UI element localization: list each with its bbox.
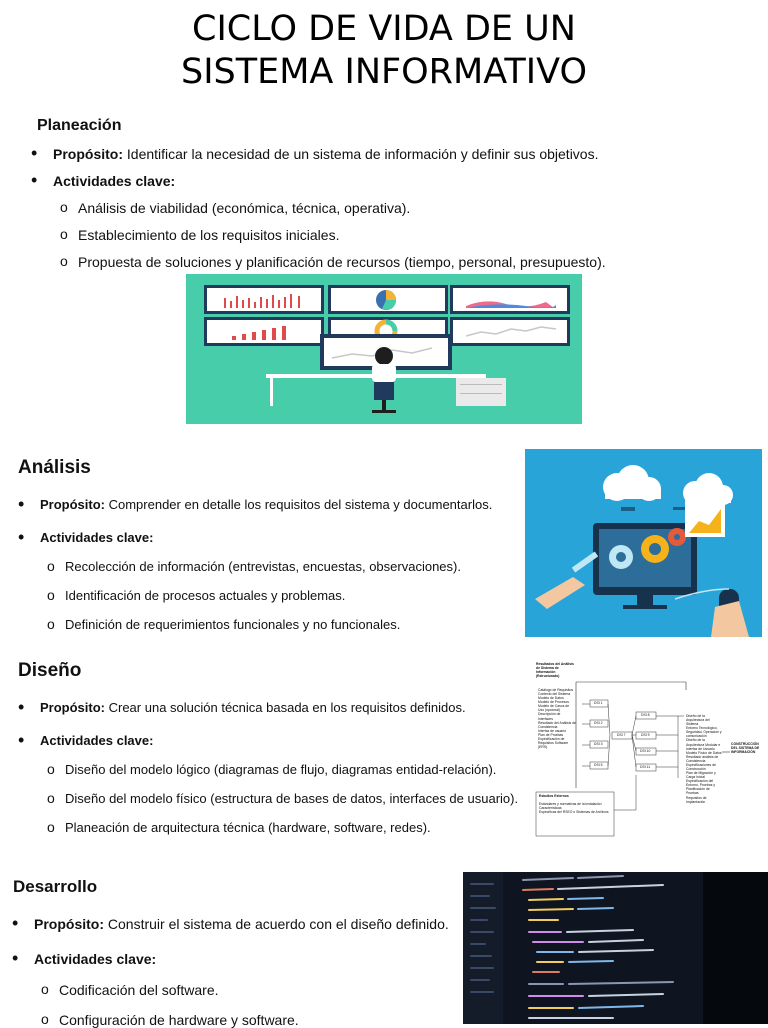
analisis-heading: Análisis — [18, 457, 91, 478]
diseno-item-1: Diseño del modelo lógico (diagramas de f… — [47, 761, 496, 777]
output-item: Especificación del Entorno, Pruebas y Pl… — [686, 779, 716, 796]
ds-box: DSI 9 — [641, 733, 650, 737]
output-item: Plan de Migración y Carga Inicial — [686, 771, 716, 780]
purpose-text: Identificar la necesidad de un sistema d… — [123, 146, 599, 162]
title-line-2: SISTEMA INFORMATIVO — [180, 52, 588, 92]
purpose-label: Propósito: — [34, 916, 104, 932]
diseno-heading: Diseño — [18, 660, 82, 681]
cloud-computing-illustration — [525, 449, 762, 637]
page-title: CICLO DE VIDA DE UN SISTEMA INFORMATIVO — [0, 8, 768, 94]
output-item: Especificaciones de Construcción — [686, 762, 716, 772]
purpose-label: Propósito: — [53, 146, 123, 162]
purpose-text: Crear una solución técnica basada en los… — [105, 700, 466, 715]
code-screen-photo — [463, 872, 768, 1024]
planeacion-activities: Actividades clave: — [31, 171, 176, 189]
externos-item: Características — [539, 806, 562, 811]
analisis-item-3: Definición de requerimientos funcionales… — [47, 616, 400, 632]
results-item: Resultado del Análisis de Consistencia — [538, 720, 576, 729]
desarrollo-activities: Actividades clave: — [12, 949, 157, 967]
output-item: Resultado análisis de Consistencia — [686, 754, 719, 763]
results-item: Contexto del Sistema — [538, 692, 571, 697]
ds-box: DSI 3 — [594, 742, 603, 746]
planeacion-item-1: Análisis de viabilidad (económica, técni… — [60, 199, 410, 216]
output-list: Diseño de la Arquitectura del Sistema En… — [686, 714, 722, 804]
externos-title: Estudios Externos — [539, 794, 569, 798]
dashboard-illustration — [186, 274, 582, 424]
design-flow-diagram: Resultados del Análisis de Sistema de In… — [526, 660, 766, 850]
activities-label: Actividades clave: — [40, 733, 154, 748]
purpose-text: Construir el sistema de acuerdo con el d… — [104, 916, 449, 932]
results-list: Catálogo de Requisitos Contexto del Sist… — [538, 688, 576, 749]
results-item: Interfaz de usuario — [538, 728, 567, 733]
ds-box: DSI 5 — [594, 763, 603, 767]
results-item: Descripción de Interfaces — [538, 712, 561, 721]
output-item: Modelo Físico de Datos — [686, 750, 722, 755]
activities-label: Actividades clave: — [53, 173, 176, 189]
activities-label: Actividades clave: — [40, 530, 154, 545]
purpose-label: Propósito: — [40, 497, 105, 512]
ds-box: DSI 2 — [594, 721, 603, 725]
output-item: Requisitos de Implantación — [686, 795, 707, 804]
purpose-text: Comprender en detalle los requisitos del… — [105, 497, 493, 512]
activities-label: Actividades clave: — [34, 951, 157, 967]
ds-box: DSI 1 — [594, 701, 603, 705]
output-item: Diseño de la Arquitectura Modular e Inte… — [686, 738, 721, 751]
desarrollo-purpose: Propósito: Construir el sistema de acuer… — [12, 914, 449, 932]
diseno-purpose: Propósito: Crear una solución técnica ba… — [18, 698, 466, 716]
output-item: Diseño de la Arquitectura del Sistema — [686, 714, 710, 727]
construction-label: CONSTRUCCIÓN DEL SISTEMA DE INFORMACIÓN — [731, 742, 760, 755]
diseno-item-3: Planeación de arquitectura técnica (hard… — [47, 819, 431, 835]
results-item: Modelo de Datos — [538, 696, 564, 701]
results-item: Catálogo de Requisitos — [538, 688, 574, 692]
analisis-item-1: Recolección de información (entrevistas,… — [47, 558, 461, 574]
externos-item: Específicas del RSEO o Sistemas de Archi… — [539, 810, 609, 815]
results-item: Plan de Pruebas — [538, 732, 564, 737]
analisis-item-2: Identificación de procesos actuales y pr… — [47, 587, 345, 603]
ds-box: DSI 10 — [640, 749, 651, 753]
externos-list: Estándares y normativas de la instalació… — [539, 802, 609, 814]
planeacion-item-3: Propuesta de soluciones y planificación … — [60, 253, 606, 270]
ds-box: DSI 7 — [617, 733, 626, 737]
desarrollo-heading: Desarrollo — [13, 877, 98, 896]
output-item: Entorno Tecnológico, Seguridad, Operació… — [686, 726, 722, 739]
diseno-activities: Actividades clave: — [18, 731, 154, 749]
purpose-label: Propósito: — [40, 700, 105, 715]
analisis-activities: Actividades clave: — [18, 528, 154, 546]
planeacion-heading: Planeación — [37, 117, 122, 134]
results-title: Resultados del Análisis de Sistema de In… — [536, 662, 574, 679]
results-item: Modelo de Procesos — [538, 700, 569, 705]
analisis-purpose: Propósito: Comprender en detalle los req… — [18, 495, 493, 513]
planeacion-item-2: Establecimiento de los requisitos inicia… — [60, 226, 340, 243]
externos-item: Estándares y normativas de la instalació… — [539, 802, 602, 806]
planeacion-purpose: Propósito: Identificar la necesidad de u… — [31, 144, 599, 162]
results-item: Especificación de Requisitos Software (E… — [538, 736, 569, 750]
desarrollo-item-1: Codificación del software. — [41, 981, 218, 998]
title-line-1: CICLO DE VIDA DE UN — [192, 9, 576, 49]
results-item: Modelo de Casos de Uso (opcional) — [538, 704, 570, 713]
diseno-item-2: Diseño del modelo físico (estructura de … — [47, 790, 518, 806]
ds-box: DSI 11 — [640, 765, 651, 769]
desarrollo-item-2: Configuración de hardware y software. — [41, 1011, 299, 1028]
ds-box: DSI 8 — [641, 713, 650, 717]
